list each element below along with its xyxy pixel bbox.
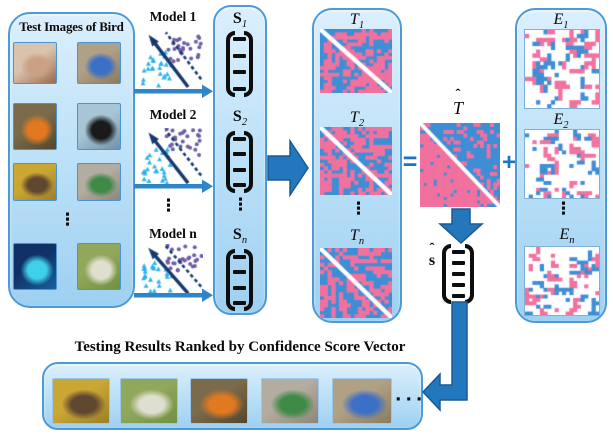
e1-matrix (524, 29, 600, 109)
ranked-image-4 (261, 378, 319, 424)
model-n-label: Model n (149, 226, 197, 241)
ranked-image-2 (120, 378, 178, 424)
tn-label: Tn (349, 227, 365, 248)
scores-to-matrices-arrow (267, 138, 309, 198)
model-2-label: Model 2 (149, 107, 197, 122)
test-images-ellipsis: ⋮ (59, 210, 76, 230)
ranked-image-1 (52, 378, 110, 424)
ranked-results-ellipsis: ··· (395, 390, 427, 410)
s-hat-label: ˆ s (428, 241, 436, 269)
models-ellipsis: ⋮ (160, 196, 177, 216)
s2-label: S2 (232, 108, 248, 129)
plus-sign: + (501, 149, 516, 176)
t-hat-matrix (420, 123, 500, 207)
t2-label: T2 (349, 109, 365, 130)
e2-label: E2 (553, 111, 569, 132)
equals-sign: = (402, 148, 418, 176)
sn-label: Sn (232, 226, 248, 247)
tn-matrix (320, 248, 392, 318)
s-hat-vector (442, 244, 474, 304)
test-image-bird-in-blue-tunnel (13, 243, 57, 290)
e2-matrix (524, 129, 600, 199)
e-matrices-ellipsis: ⋮ (555, 199, 572, 219)
error-matrices-panel: E1 E2 ⋮ En (515, 8, 607, 323)
sn-vector (226, 249, 253, 311)
test-images-title: Test Images of Bird (19, 19, 124, 34)
ranked-results-panel: ··· (42, 362, 423, 430)
test-image-two-birds-on-cage (13, 163, 57, 201)
t-hat-to-s-hat-arrow (438, 208, 484, 245)
s2-vector (226, 131, 253, 193)
ranked-image-5 (332, 378, 392, 424)
s1-vector (226, 31, 253, 97)
en-matrix (524, 246, 600, 316)
test-image-black-cat (77, 103, 121, 150)
ranked-image-3 (190, 378, 248, 424)
model-n-classifier-plot (141, 244, 203, 296)
t1-label: T1 (349, 11, 365, 32)
test-image-orange-bird-on-branch (13, 103, 57, 150)
s1-label: S1 (232, 10, 248, 31)
model-1-label: Model 1 (149, 9, 197, 24)
s-hat-to-results-arrow (421, 301, 468, 412)
test-image-birds-on-grass-field (77, 243, 121, 290)
t-hat-label: ˆ T (452, 87, 463, 118)
score-vectors-ellipsis: ⋮ (232, 195, 249, 215)
model-2-classifier-plot (141, 128, 203, 186)
test-images-panel: Test Images of Bird ⋮ (8, 12, 135, 308)
test-image-hand-holding-bird (13, 42, 57, 84)
test-image-green-bird-on-wood (77, 163, 121, 201)
bottom-title: Testing Results Ranked by Confidence Sco… (74, 339, 406, 355)
e1-label: E1 (553, 11, 569, 32)
model-1-classifier-plot (141, 30, 203, 90)
en-label: En (559, 226, 575, 247)
test-image-blue-dish-with-bird (77, 42, 121, 84)
t1-matrix (320, 29, 392, 93)
similarity-matrices-panel: T1 T2 ⋮ Tn (312, 8, 402, 323)
t-matrices-ellipsis: ⋮ (350, 199, 367, 219)
score-vectors-panel: S1 S2 ⋮ Sn (213, 5, 267, 315)
t2-matrix (320, 127, 392, 195)
